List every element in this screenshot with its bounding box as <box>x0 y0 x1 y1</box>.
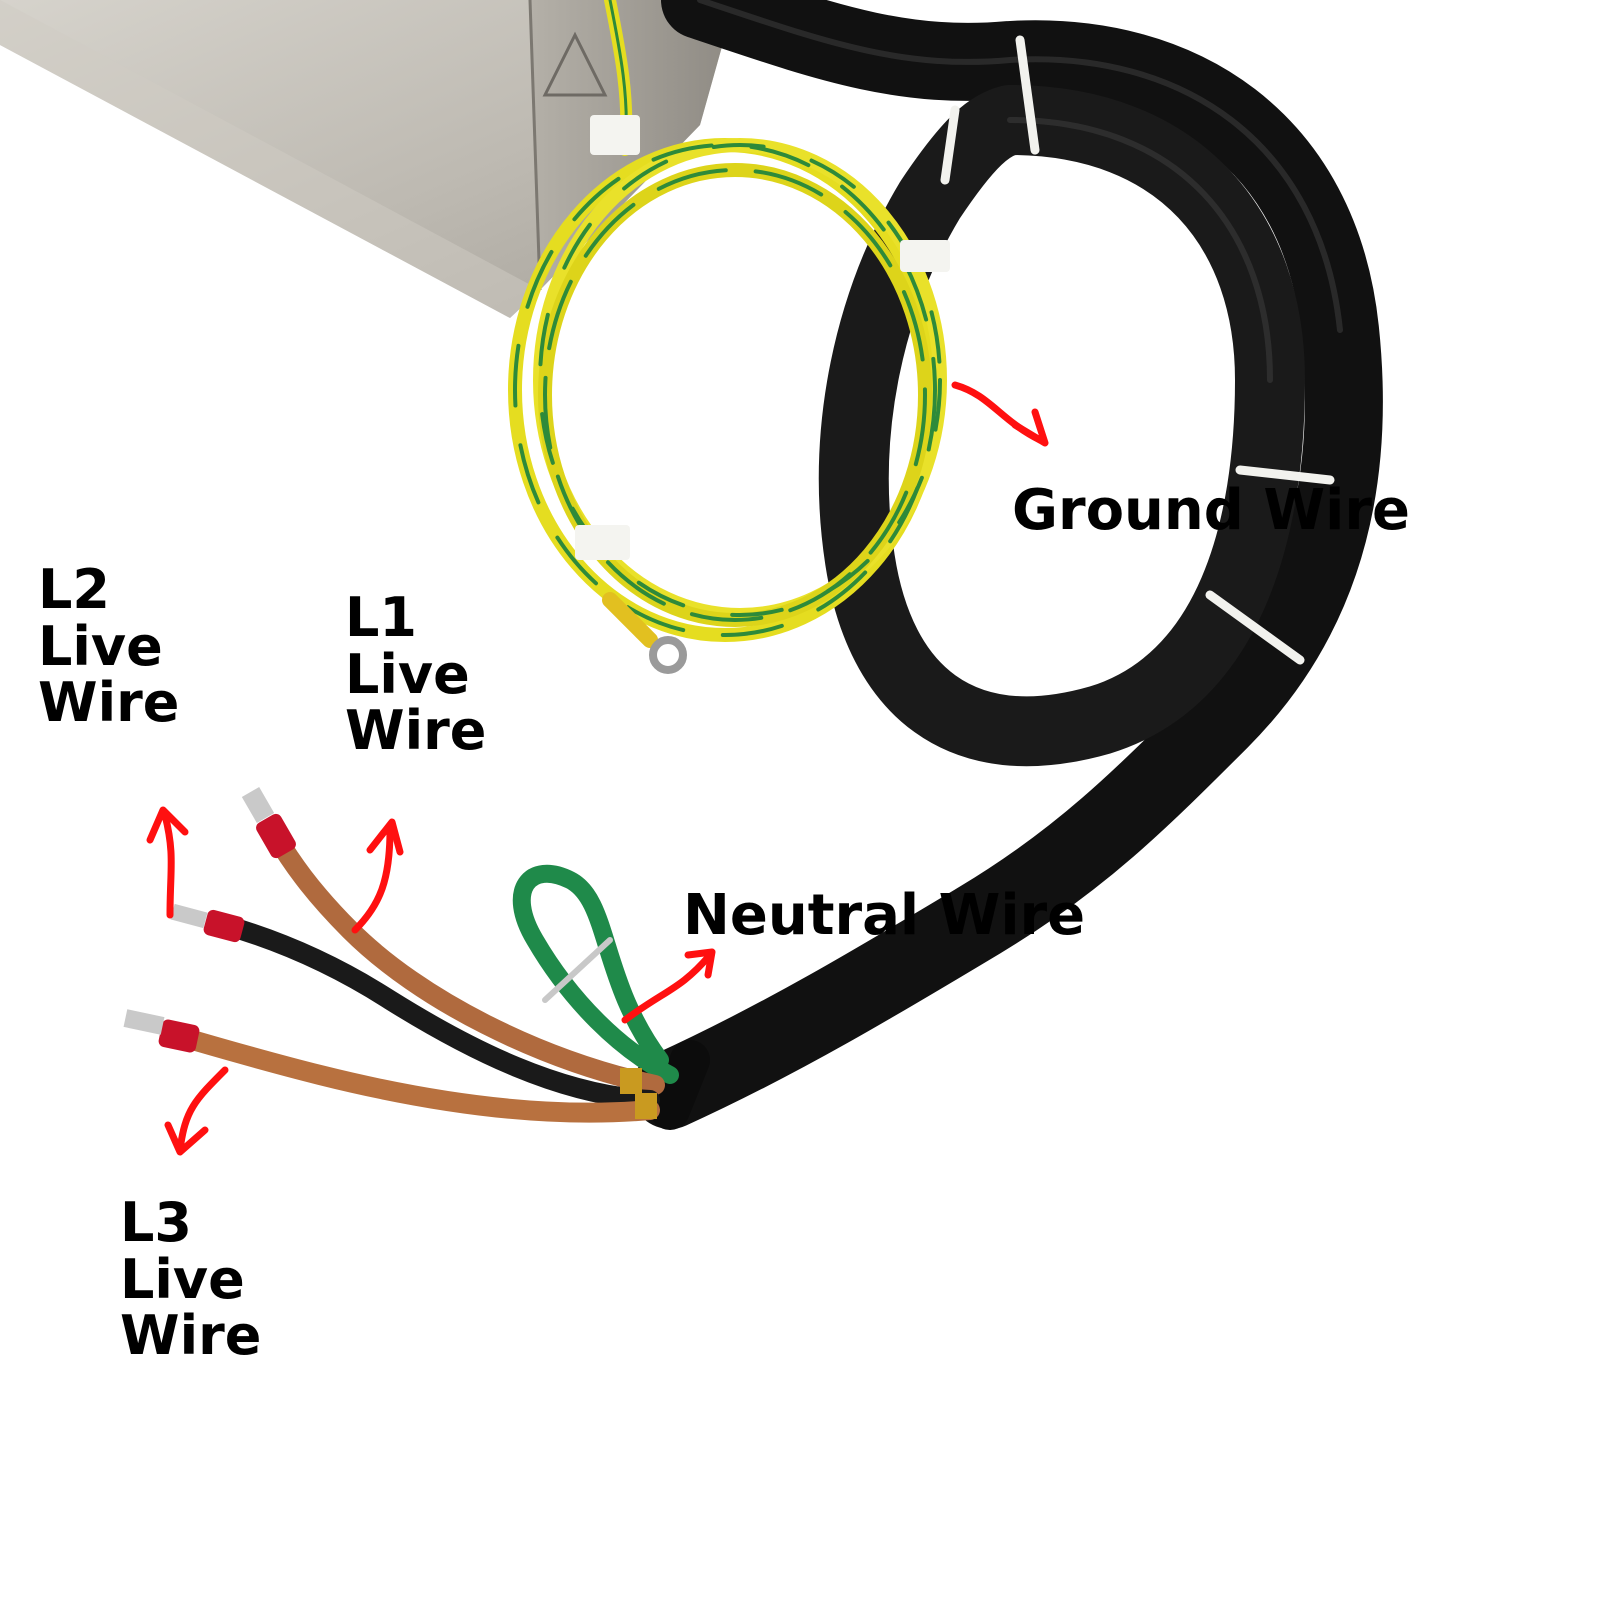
l1-live-wire-label: L1 Live Wire <box>345 586 487 763</box>
l2-label-line1: L2 <box>38 558 110 621</box>
l2-live-wire-label: L2 Live Wire <box>38 558 180 735</box>
l3-label-line3: Wire <box>120 1304 262 1368</box>
l2-label-line2: Live <box>38 614 163 678</box>
l1-label-line2: Live <box>345 642 470 706</box>
l3-live-wire-label: L3 Live Wire <box>120 1191 262 1368</box>
annotation-arrows <box>146 381 1049 1156</box>
ground-wire-label: Ground Wire <box>1012 478 1410 543</box>
l1-arrow <box>351 826 394 934</box>
l3-label-line2: Live <box>120 1247 245 1311</box>
l3-arrow <box>176 1066 229 1154</box>
neutral-arrow <box>621 951 714 1024</box>
neutral-wire-loop <box>512 864 679 1084</box>
l2-arrow <box>161 811 175 919</box>
l1-label-line1: L1 <box>345 586 417 649</box>
cable-ties <box>940 35 1335 665</box>
l1-label-line3: Wire <box>345 699 487 763</box>
ground-coil-ties <box>575 115 950 560</box>
live-wires <box>165 825 665 1123</box>
neutral-wire-label: Neutral Wire <box>683 883 1086 948</box>
l2-label-line3: Wire <box>38 671 180 735</box>
wire-ferrules <box>123 787 657 1119</box>
ground-wire-coil <box>508 0 947 674</box>
l3-label-line1: L3 <box>120 1191 192 1254</box>
